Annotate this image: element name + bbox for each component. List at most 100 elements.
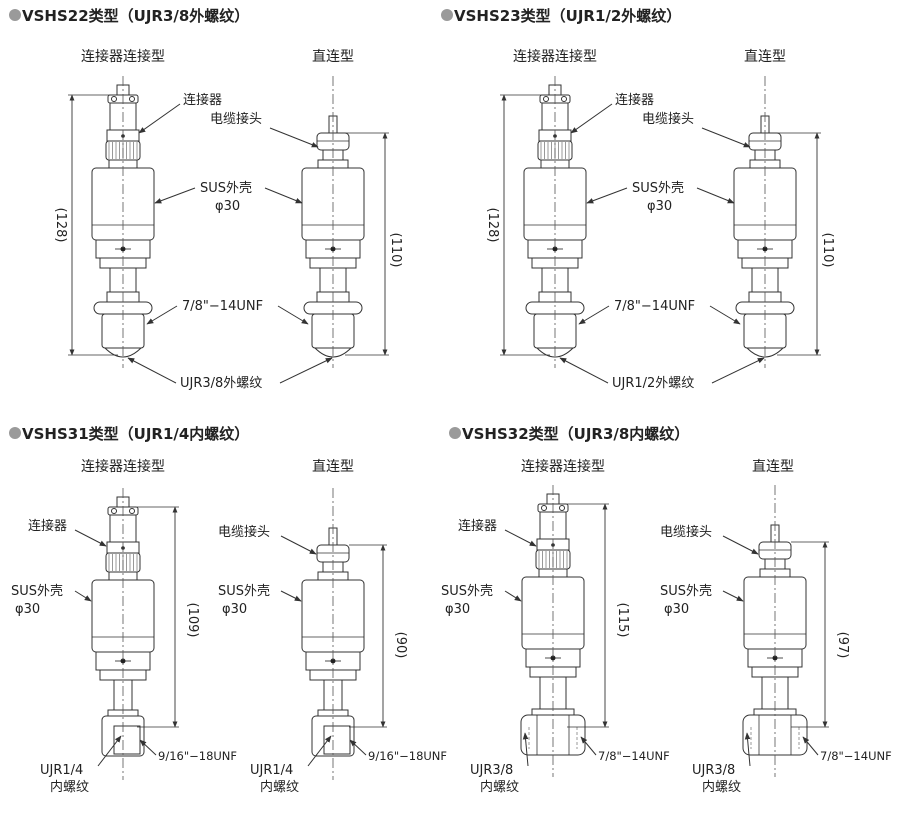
- screw-icon: [541, 505, 547, 511]
- connector-type-sensor: [523, 76, 587, 368]
- connector-type-sensor: [91, 76, 155, 368]
- leader-arrow: [349, 739, 367, 756]
- leader-arrow: [280, 590, 302, 602]
- direct-type-sensor: [742, 485, 808, 777]
- port-thread-label: 内螺纹: [260, 779, 299, 795]
- leader-arrow: [74, 590, 92, 602]
- connector-type-sensor: [520, 485, 586, 777]
- connector-type-heading: 连接器连接型: [81, 48, 165, 65]
- leader-arrow: [722, 535, 759, 555]
- leader-arrow: [127, 357, 177, 384]
- leader-arrow: [722, 590, 744, 602]
- bullet-icon: [9, 427, 21, 439]
- panel-title: VSHS23类型（UJR1/2外螺纹）: [454, 7, 681, 25]
- port-thread-label: UJR1/4: [40, 763, 83, 778]
- connector-type-heading: 连接器连接型: [521, 458, 605, 475]
- leader-arrow: [138, 103, 181, 134]
- dimension-label: (110): [820, 233, 835, 268]
- leader-arrow: [279, 357, 333, 384]
- leader-arrow: [522, 732, 529, 767]
- direct-type-heading: 直连型: [744, 48, 786, 65]
- leader-arrow: [711, 357, 765, 384]
- cable-gland-label: 电缆接头: [660, 524, 712, 540]
- screw-icon: [111, 508, 117, 514]
- dimension-label: (128): [485, 208, 500, 243]
- leader-arrow: [504, 590, 522, 602]
- leader-arrow: [802, 736, 819, 756]
- unf-thread-label: 7/8"−14UNF: [182, 299, 263, 314]
- leader-arrow: [269, 127, 319, 148]
- direct-type-sensor: [301, 488, 365, 780]
- port-thread-label: 内螺纹: [50, 779, 89, 795]
- panel-title: VSHS32类型（UJR3/8内螺纹）: [462, 425, 689, 443]
- leader-arrow: [277, 305, 309, 325]
- leader-arrow: [696, 187, 735, 204]
- bullet-icon: [449, 427, 461, 439]
- dimension-label: (110): [388, 233, 403, 268]
- leader-arrow: [264, 187, 303, 204]
- leader-arrow: [578, 305, 610, 325]
- direct-type-heading: 直连型: [312, 48, 354, 65]
- leader-arrow: [744, 732, 751, 767]
- screw-icon: [543, 96, 549, 102]
- screw-icon: [559, 505, 565, 511]
- leader-arrow: [97, 735, 122, 767]
- leader-arrow: [559, 357, 609, 384]
- housing-label: SUS外壳: [11, 584, 63, 599]
- leader-arrow: [139, 739, 157, 756]
- leader-arrow: [586, 187, 628, 204]
- unf-thread-label: 9/16"−18UNF: [158, 749, 237, 763]
- housing-diameter-label: φ30: [445, 602, 470, 617]
- unf-thread-label: 7/8"−14UNF: [598, 749, 670, 763]
- dimension-label: (109): [185, 603, 200, 638]
- leader-arrow: [504, 529, 537, 547]
- panel-2: VSHS31类型（UJR1/4内螺纹） 连接器连接型 直连型 (109) (90) 连接器…: [9, 425, 447, 795]
- screw-icon: [129, 96, 135, 102]
- panel-3: VSHS32类型（UJR3/8内螺纹）连接器连接型直连型(115)(97)连接器…: [441, 425, 892, 795]
- leader-arrow: [580, 736, 597, 756]
- connector-type-sensor: [91, 488, 155, 780]
- direct-type-heading: 直连型: [312, 458, 354, 475]
- connector-type-heading: 连接器连接型: [513, 48, 597, 65]
- leader-arrow: [146, 305, 178, 325]
- housing-diameter-label: φ30: [647, 199, 672, 214]
- cable-gland-label: 电缆接头: [218, 524, 270, 540]
- dimension-label: (128): [53, 208, 68, 243]
- direct-type-sensor: [301, 76, 365, 368]
- screw-icon: [129, 508, 135, 514]
- port-thread-label: 内螺纹: [702, 779, 741, 795]
- direct-type-sensor: [733, 76, 797, 368]
- bullet-icon: [9, 9, 21, 21]
- connector-type-heading: 连接器连接型: [81, 458, 165, 475]
- port-thread-label: UJR1/2外螺纹: [612, 376, 694, 391]
- housing-label: SUS外壳: [660, 584, 712, 599]
- port-thread-label: 内螺纹: [480, 779, 519, 795]
- dimension-label: (90): [393, 632, 408, 659]
- leader-arrow: [709, 305, 741, 325]
- housing-diameter-label: φ30: [222, 602, 247, 617]
- leader-arrow: [701, 127, 751, 148]
- housing-label: SUS外壳: [200, 181, 252, 196]
- housing-diameter-label: φ30: [15, 602, 40, 617]
- port-thread-label: UJR3/8: [470, 763, 513, 778]
- panel-title: VSHS31类型（UJR1/4内螺纹）: [22, 425, 249, 443]
- housing-label: SUS外壳: [632, 181, 684, 196]
- leader-arrow: [570, 103, 613, 134]
- housing-diameter-label: φ30: [215, 199, 240, 214]
- unf-thread-label: 7/8"−14UNF: [614, 299, 695, 314]
- bullet-icon: [441, 9, 453, 21]
- direct-type-heading: 直连型: [752, 458, 794, 475]
- cable-gland-label: 电缆接头: [642, 111, 694, 127]
- dimension-label: (115): [615, 603, 630, 638]
- leader-arrow: [280, 535, 317, 555]
- housing-label: SUS外壳: [218, 584, 270, 599]
- unf-thread-label: 7/8"−14UNF: [820, 749, 892, 763]
- connector-label: 连接器: [615, 92, 654, 108]
- connector-label: 连接器: [28, 518, 67, 534]
- unf-thread-label: 9/16"−18UNF: [368, 749, 447, 763]
- port-thread-label: UJR1/4: [250, 763, 293, 778]
- dimension-label: (97): [835, 632, 850, 659]
- port-thread-label: UJR3/8: [692, 763, 735, 778]
